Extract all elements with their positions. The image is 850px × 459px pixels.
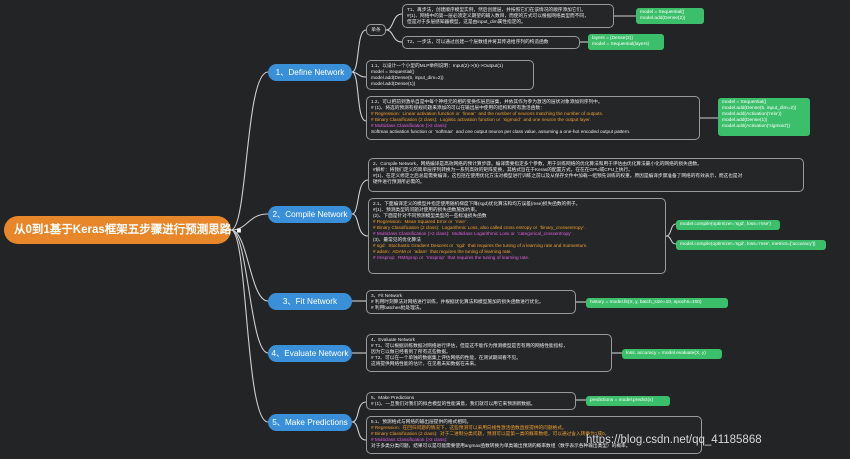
branch-make-predictions[interactable]: 5、Make Predictions <box>268 414 352 431</box>
define-code-stepwise[interactable]: model = Sequential() model.add(Dense(2)) <box>636 8 704 24</box>
root-node[interactable]: 从0到1基于Keras框架五步骤进行预测思路 ■ <box>4 216 241 244</box>
branch-define-network[interactable]: 1、Define Network <box>268 64 352 81</box>
define-t1-box[interactable]: T1、再步法，创建顺序模型实例，然后创建层，并按照它们在该情况的顺序添加它们。 … <box>402 4 614 28</box>
define-code-onestep[interactable]: layers = [Dense(2)] model = Sequential(l… <box>588 34 664 50</box>
branch-evaluate-network[interactable]: 4、Evaluate Network <box>268 345 352 362</box>
watermark-url: https://blog.csdn.net/qq_41185868 <box>586 434 762 446</box>
predict-s5-box[interactable]: 5、Make Predictions # (1)、一旦我们对我们的拟合模型的性能… <box>366 392 576 410</box>
branch-compile-network[interactable]: 2、Compile Network <box>268 206 352 223</box>
root-tag-icon: ■ <box>236 226 242 235</box>
define-code-activation[interactable]: model = Sequential() model.add(Dense(5, … <box>718 98 810 136</box>
fit-box[interactable]: 3、Fit Network # 利用时刻算法对网络进行训练，并根据优化算法和模型… <box>366 290 576 314</box>
predict-code[interactable]: predictions = model.predict(x) <box>586 396 670 406</box>
branch-fit-network[interactable]: 3、Fit Network <box>268 293 352 310</box>
fit-code[interactable]: history = model.fit(X, y, batch_size=10,… <box>586 298 728 308</box>
define-s11-box[interactable]: 1.1、以设计一个小型的MLP举例说明：Input(2)->(5)->Outpu… <box>366 60 534 90</box>
evaluate-code[interactable]: loss, accuracy = model.evaluate(X, y) <box>622 349 722 359</box>
compile-code-metrics[interactable]: model.compile(optimizer='sgd', loss='mse… <box>676 240 826 250</box>
define-s12-box[interactable]: 1.2、可以把前到激杀自是中每个神经元的相的变换作层后层集，并依其作为参为激活的… <box>366 96 700 140</box>
define-group-label[interactable]: 单条 <box>366 24 386 36</box>
evaluate-box[interactable]: 4、Evaluate Network # T1、可以根据训练数据对网络进行评估，… <box>366 334 612 372</box>
compile-s2-box[interactable]: 2、Compile Network，网络编译是高效网络的预计算步骤。编译需要指定… <box>368 158 804 192</box>
compile-s21-box[interactable]: 2.1、下面编译定义的模型并指定使用随机梯度下降(sgd)优化算法和均方误差(m… <box>368 198 666 274</box>
define-t2-box[interactable]: T2、一步法，可以通过创建一个层数组并将其传递给序列的构造函数 <box>402 36 580 49</box>
compile-code-basic[interactable]: model.compile(optimizer='sgd', loss='mse… <box>676 220 780 230</box>
predict-s51-box[interactable]: 5.1、预测格式与网络的输出层提供的格式相同。 # Regression: 在回… <box>366 416 702 454</box>
root-title: 从0到1基于Keras框架五步骤进行预测思路 <box>14 224 232 236</box>
